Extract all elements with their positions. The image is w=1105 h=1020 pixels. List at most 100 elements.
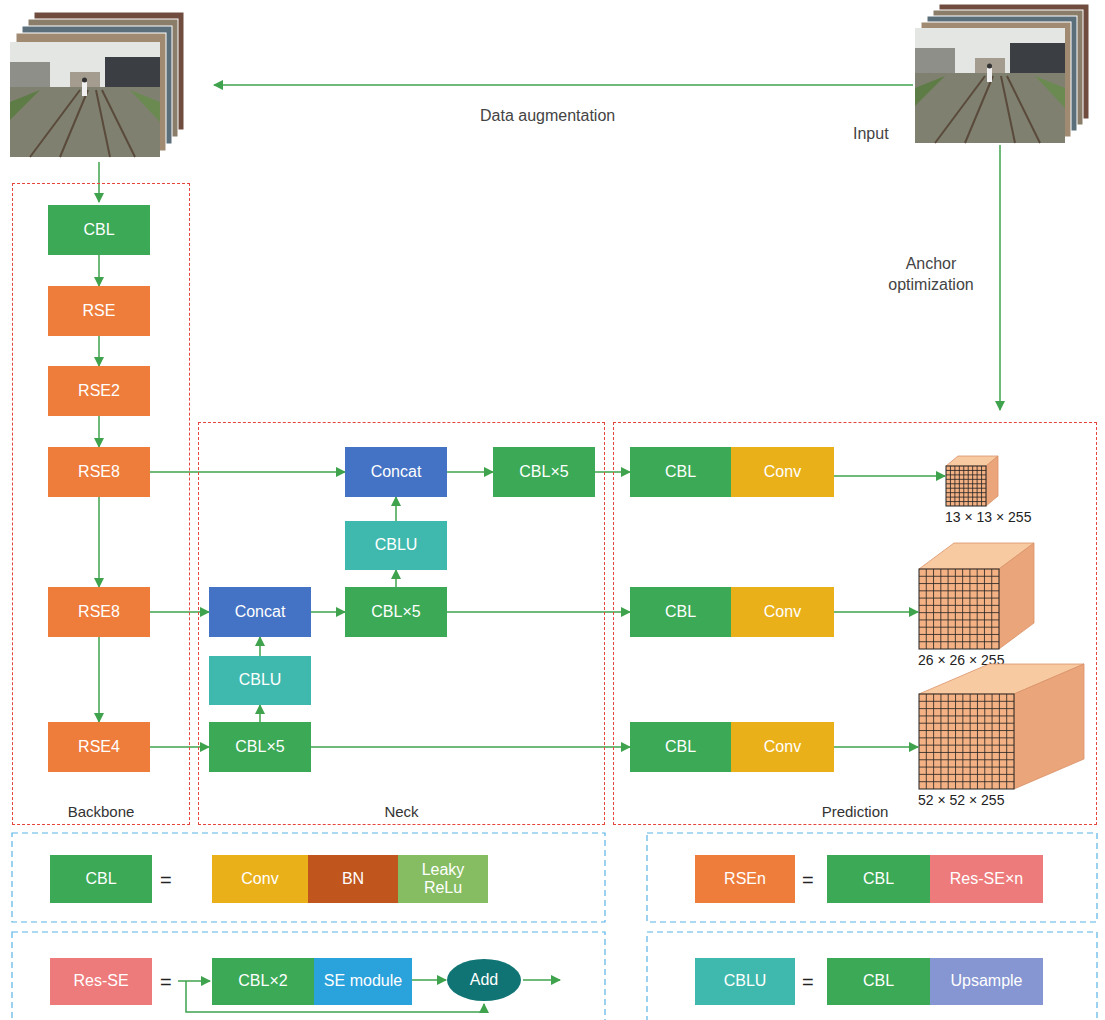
block-label: BN — [342, 870, 364, 888]
block-label: Leaky ReLu — [402, 861, 484, 898]
flow-arrow — [98, 497, 100, 587]
block-box: CBL — [50, 855, 152, 903]
block-label: CBL×5 — [371, 603, 420, 621]
block-box: Leaky ReLu — [398, 855, 488, 903]
block-label: Conv — [764, 603, 801, 621]
tensor-size: 52 × 52 × 255 — [918, 792, 1004, 808]
block-box: Res-SE×n — [930, 855, 1043, 903]
block-label: Add — [470, 971, 498, 989]
block-label: RSEn — [724, 870, 766, 888]
block-label: Conv — [241, 870, 278, 888]
flow-arrow — [259, 637, 261, 656]
flow-arrow — [834, 746, 918, 748]
input-images — [915, 4, 1089, 143]
block-label: CBLU — [375, 536, 418, 554]
augment-arrow — [214, 84, 913, 86]
output-tensor: 52 × 52 × 255 — [918, 663, 1085, 808]
block-label: CBL — [665, 463, 696, 481]
block-box: BN — [308, 855, 398, 903]
block-box: Upsample — [930, 958, 1043, 1005]
flow-arrow — [98, 336, 100, 366]
block-box: RSE4 — [48, 722, 150, 772]
tensor-cube — [918, 663, 1085, 790]
annotation-text: Data augmentation — [480, 106, 650, 127]
label-holder: Data augmentation — [480, 106, 650, 127]
flow-arrow — [311, 746, 630, 748]
flow-arrow — [150, 611, 209, 613]
block-box: CBL — [827, 958, 930, 1005]
equals-sign: = — [160, 867, 182, 893]
anchor-arrow — [999, 145, 1001, 410]
flow-arrow — [259, 705, 261, 722]
block-label: CBL — [665, 738, 696, 756]
block-box: Res-SE — [50, 958, 152, 1005]
label-holder: = — [160, 969, 182, 995]
block-label: CBL×5 — [519, 463, 568, 481]
block-label: CBL — [863, 972, 894, 990]
block-box: RSE8 — [48, 587, 150, 637]
label-holder: Input — [853, 124, 913, 145]
flow-arrow — [834, 475, 945, 477]
flow-arrow — [412, 979, 446, 981]
tensor-cube — [945, 455, 999, 507]
block-label: CBL×5 — [235, 738, 284, 756]
block-label: Res-SE — [73, 972, 128, 990]
block-box: CBL×5 — [209, 722, 311, 772]
flow-arrow — [98, 416, 100, 447]
block-label: RSE2 — [78, 382, 120, 400]
block-box: CBL×5 — [493, 447, 595, 497]
label-holder: = — [160, 867, 182, 893]
equals-sign: = — [802, 867, 824, 893]
block-label: RSE8 — [78, 463, 120, 481]
region-band: BackboneCBLRSERSE2RSE8RSE8RSE4 — [12, 183, 190, 825]
block-label: Upsample — [950, 972, 1022, 990]
block-label: CBL — [863, 870, 894, 888]
add-ellipse: Add — [446, 958, 522, 1002]
flow-arrow — [595, 471, 630, 473]
output-tensor: 26 × 26 × 255 — [918, 542, 1035, 668]
annotation-text: Anchor optimization — [884, 254, 978, 296]
block-label: SE module — [324, 972, 402, 990]
block-label: CBLU — [724, 972, 767, 990]
block-label: Concat — [235, 603, 286, 621]
block-box: Conv — [731, 587, 834, 637]
block-label: Conv — [764, 738, 801, 756]
block-box: CBL — [827, 855, 930, 903]
block-box: Conv — [212, 855, 308, 903]
block-label: Concat — [371, 463, 422, 481]
annotation-text: Input — [853, 124, 913, 145]
block-box: Concat — [345, 447, 447, 497]
region-title: Prediction — [822, 803, 889, 820]
tensor-size: 13 × 13 × 255 — [945, 509, 1031, 525]
flow-arrow — [447, 471, 493, 473]
block-box: CBL — [48, 205, 150, 255]
block-box: CBL — [630, 587, 731, 637]
block-label: Conv — [764, 463, 801, 481]
block-box: RSE2 — [48, 366, 150, 416]
block-box: SE module — [314, 958, 412, 1005]
equals-sign: = — [802, 969, 824, 995]
block-label: RSE — [83, 302, 116, 320]
flow-arrow — [395, 497, 397, 521]
augmented-images — [10, 12, 184, 157]
legend-frames — [12, 833, 1097, 1020]
flow-arrow — [150, 471, 345, 473]
block-box: Conv — [731, 722, 834, 772]
block-box: CBLU — [209, 656, 311, 705]
block-box: Concat — [209, 587, 311, 637]
block-label: Res-SE×n — [950, 870, 1023, 888]
label-holder: = — [802, 969, 824, 995]
block-box: CBLU — [695, 958, 795, 1005]
label-holder: Anchor optimization — [884, 254, 978, 296]
formula-arrow — [178, 980, 210, 982]
region-title: Neck — [384, 803, 418, 820]
block-box: Conv — [731, 447, 834, 497]
tensor-cube — [918, 542, 1035, 650]
region-title: Backbone — [68, 803, 135, 820]
flow-arrow — [447, 611, 630, 613]
block-label: CBL×2 — [238, 972, 287, 990]
label-holder: = — [802, 867, 824, 893]
flow-arrow — [98, 255, 100, 286]
block-label: CBL — [665, 603, 696, 621]
block-box: CBL×5 — [345, 587, 447, 637]
